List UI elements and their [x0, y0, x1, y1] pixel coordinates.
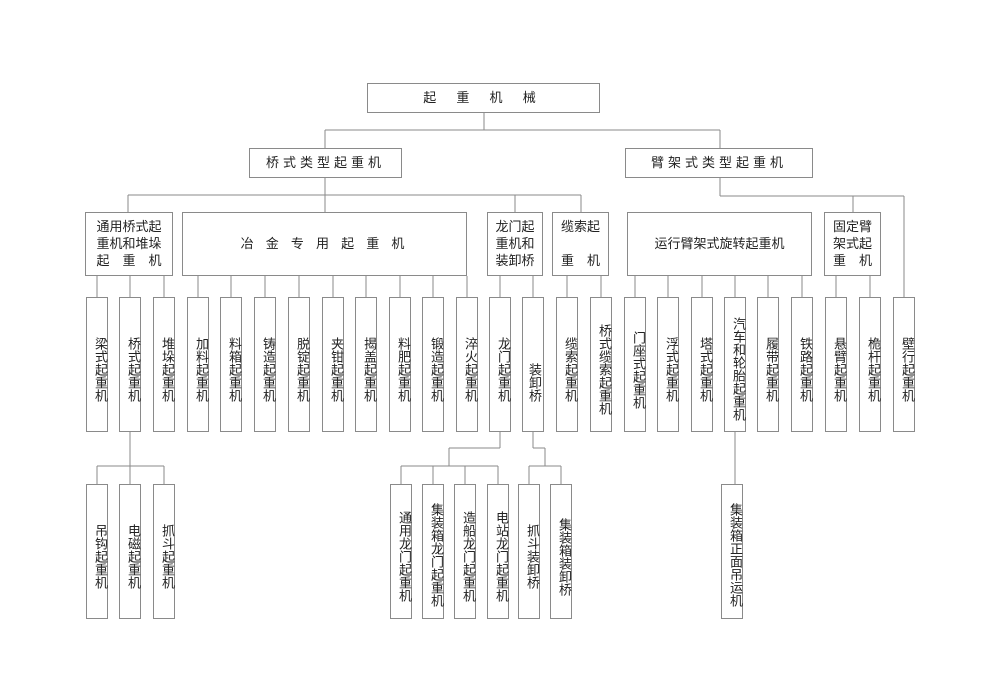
gantry-crane-node: 龙门起重机 — [489, 297, 511, 432]
jib-type-node: 臂架式类型起重机 — [625, 148, 813, 178]
wall-crane-node: 壁行起重机 — [893, 297, 915, 432]
general-bridge-node: 通用桥式起 重机和堆垛 起 重 机 — [85, 212, 173, 276]
power-gantry-crane-node: 电站龙门起重机 — [487, 484, 509, 619]
container-unloader-node: 集装箱装卸桥 — [550, 484, 572, 619]
grab-crane-node: 抓斗起重机 — [153, 484, 175, 619]
charging-crane-node: 加料起重机 — [187, 297, 209, 432]
cantilever-crane-node: 悬臂起重机 — [825, 297, 847, 432]
portal-crane-node: 门座式起重机 — [624, 297, 646, 432]
bridge-cable-crane-node: 桥式缆索起重机 — [590, 297, 612, 432]
railway-crane-node: 铁路起重机 — [791, 297, 813, 432]
quench-crane-node: 淬火起重机 — [456, 297, 478, 432]
casting-crane-node: 铸造起重机 — [254, 297, 276, 432]
truck-tire-crane-node: 汽车和轮胎起重机 — [724, 297, 746, 432]
mast-crane-node: 桅杆起重机 — [859, 297, 881, 432]
hook-crane-node: 吊钩起重机 — [86, 484, 108, 619]
reach-stacker-node: 集装箱正面吊运机 — [721, 484, 743, 619]
metallurgy-node: 冶 金 专 用 起 重 机 — [182, 212, 467, 276]
crawler-crane-node: 履带起重机 — [757, 297, 779, 432]
stripping-crane-node: 脱锭起重机 — [288, 297, 310, 432]
bridge-type-node: 桥式类型起重机 — [249, 148, 402, 178]
bin-crane-node: 料箱起重机 — [220, 297, 242, 432]
floating-crane-node: 浮式起重机 — [657, 297, 679, 432]
shipbuilding-gantry-crane-node: 造船龙门起重机 — [454, 484, 476, 619]
bridge-crane-node: 桥式起重机 — [119, 297, 141, 432]
grab-unloader-node: 抓斗装卸桥 — [518, 484, 540, 619]
stacker-crane-node: 堆垛起重机 — [153, 297, 175, 432]
tong-crane-node: 夹钳起重机 — [322, 297, 344, 432]
gantry-node: 龙门起 重机和 装卸桥 — [487, 212, 543, 276]
mobile-slewing-node: 运行臂架式旋转起重机 — [627, 212, 812, 276]
beam-crane-node: 梁式起重机 — [86, 297, 108, 432]
forging-crane-node: 锻造起重机 — [422, 297, 444, 432]
tower-crane-node: 塔式起重机 — [691, 297, 713, 432]
general-gantry-crane-node: 通用龙门起重机 — [390, 484, 412, 619]
fertilizer-crane-node: 料肥起重机 — [389, 297, 411, 432]
lid-crane-node: 揭盖起重机 — [355, 297, 377, 432]
fixed-jib-node: 固定臂 架式起 重 机 — [824, 212, 881, 276]
cable-crane-node: 缆索起重机 — [556, 297, 578, 432]
cable-node: 缆索起 重 机 — [552, 212, 609, 276]
root-node: 起 重 机 械 — [367, 83, 600, 113]
container-gantry-crane-node: 集装箱龙门起重机 — [422, 484, 444, 619]
magnet-crane-node: 电磁起重机 — [119, 484, 141, 619]
unloader-bridge-node: 装卸桥 — [522, 297, 544, 432]
